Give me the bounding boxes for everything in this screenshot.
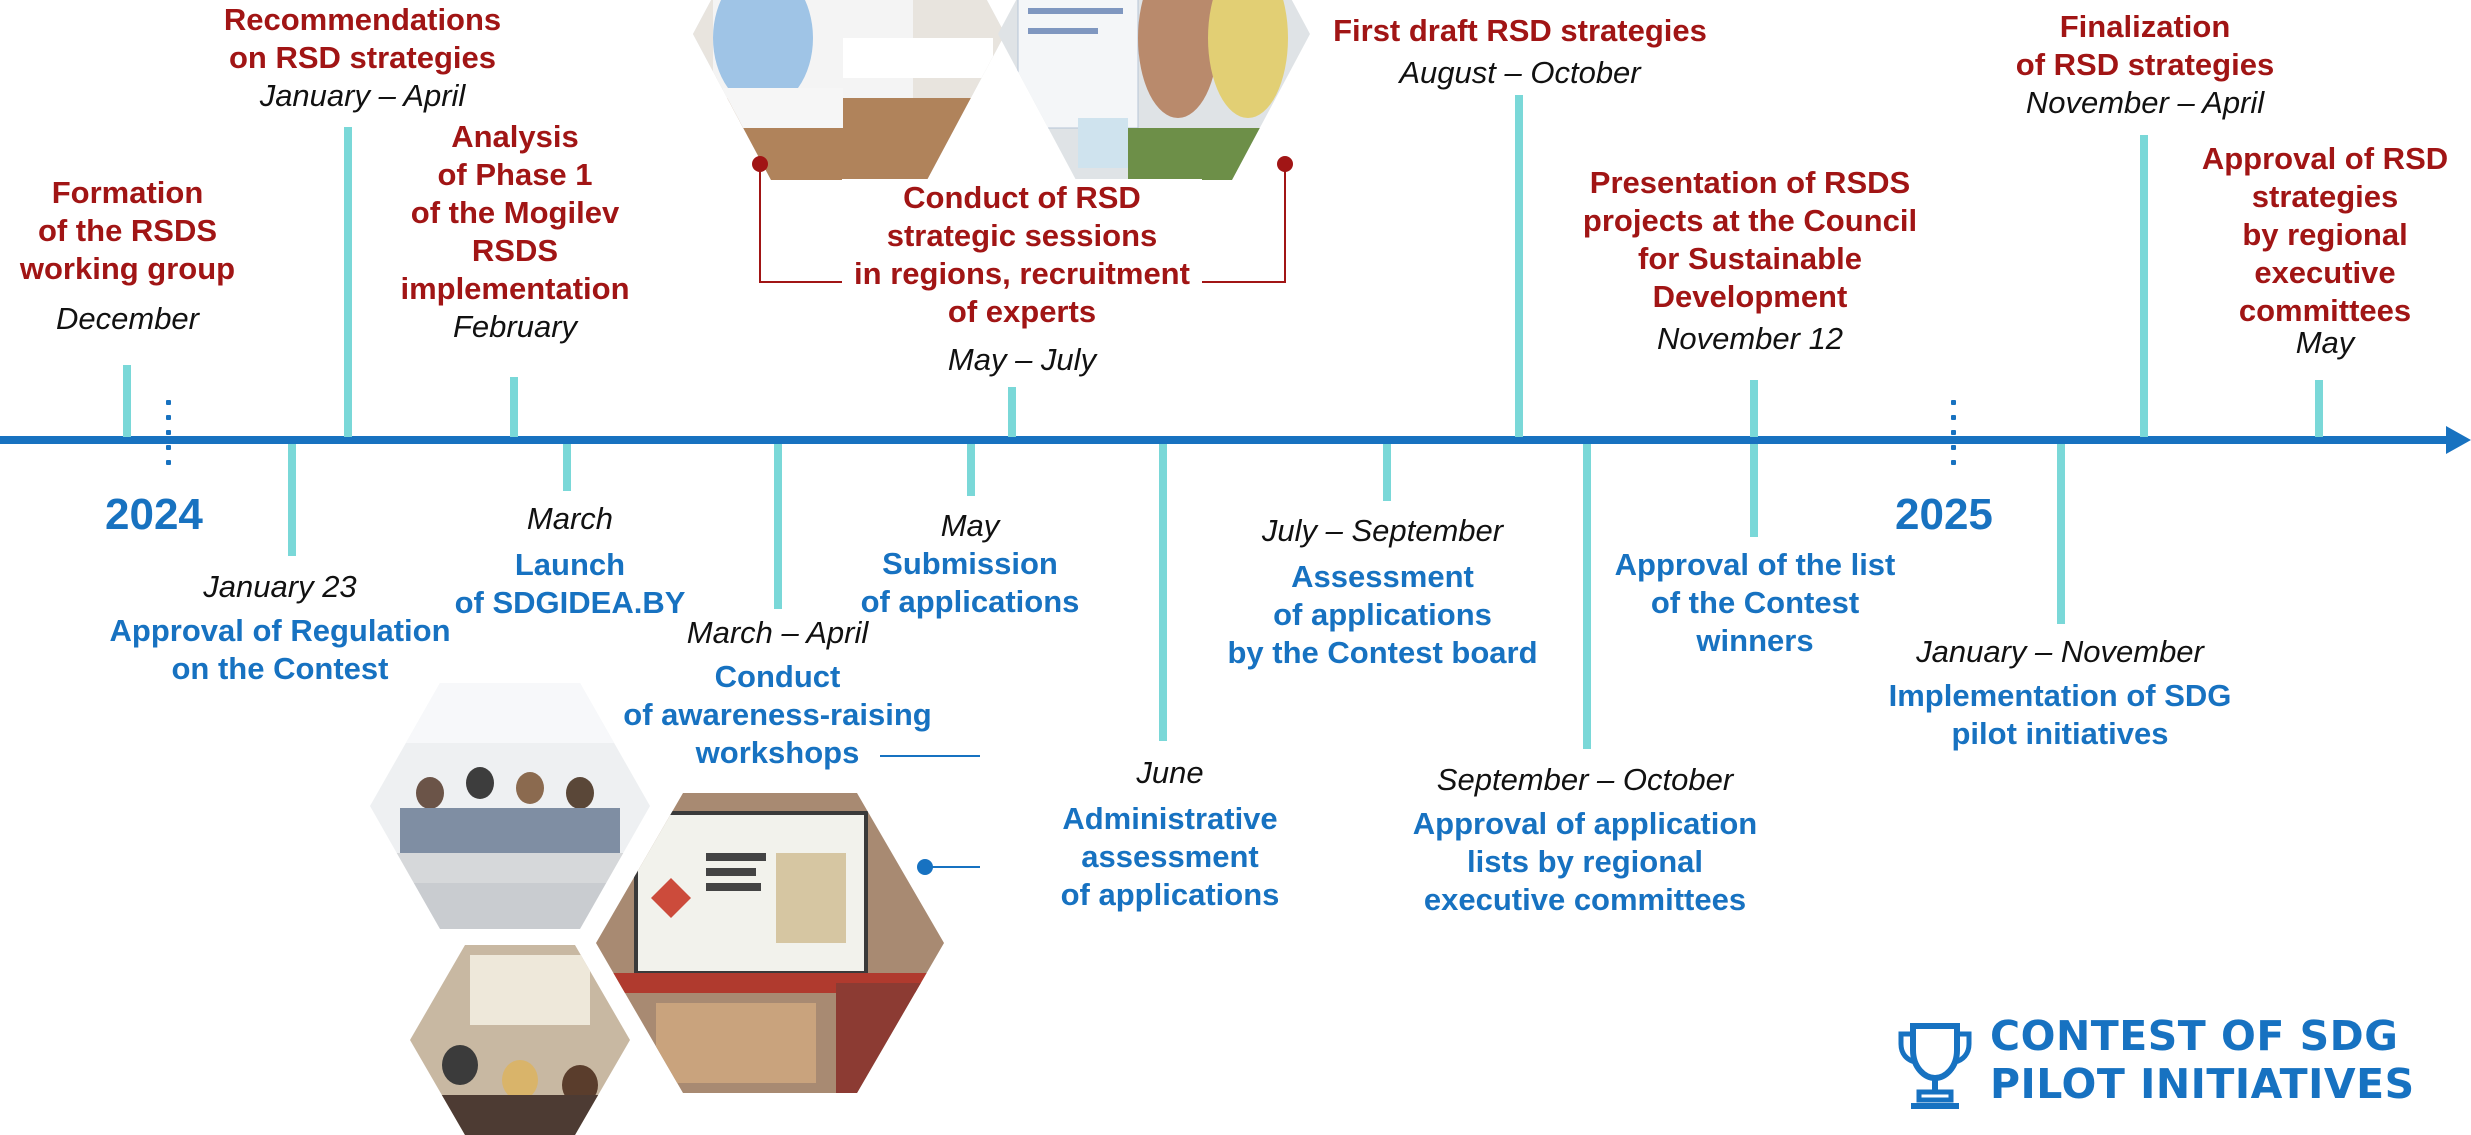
tick-top-analysis [510, 377, 518, 437]
event-formation: Formation of the RSDS working group Dece… [0, 174, 255, 338]
tick-top-finalization [2140, 135, 2148, 437]
photo-connector-strategic-sessions [752, 156, 1293, 283]
event-first-draft: First draft RSD strategies August – Octo… [1300, 12, 1740, 92]
tick-bottom-board-assessment [1383, 444, 1391, 501]
event-analysis-title: Analysis of Phase 1 of the Mogilev RSDS … [400, 119, 630, 306]
photo-strategic-session-writing [693, 0, 1005, 180]
contest-logo-line2: PILOT INITIATIVES [1990, 1060, 2415, 1108]
year-label-2025: 2025 [1895, 490, 1993, 539]
event-analysis: Analysis of Phase 1 of the Mogilev RSDS … [370, 118, 660, 346]
tick-bottom-winners [1750, 444, 1758, 537]
event-board-assessment-date: July – September [1261, 513, 1504, 548]
tick-bottom-regulation [288, 444, 296, 556]
event-formation-date: December [56, 301, 199, 336]
event-board-assessment-title: Assessment of applications by the Contes… [1227, 559, 1538, 670]
event-launch-date: March [526, 501, 614, 536]
tick-top-strategic-sessions [1008, 387, 1016, 437]
event-workshops-title: Conduct of awareness-raising workshops [623, 659, 932, 770]
event-approval-rsd-title: Approval of RSD strategies by regional e… [2201, 141, 2449, 328]
event-admin-assessment: June Administrative assessment of applic… [1020, 754, 1320, 914]
event-strategic-sessions: Conduct of RSD strategic sessions in reg… [842, 179, 1202, 379]
tick-bottom-implementation [2057, 444, 2065, 624]
event-board-assessment: July – September Assessment of applicati… [1200, 512, 1565, 672]
tick-top-recommendations [344, 127, 352, 437]
event-first-draft-date: August – October [1399, 55, 1641, 90]
tick-top-approval-rsd [2315, 380, 2323, 437]
photo-strategic-session-flipchart [998, 0, 1310, 180]
tick-bottom-launch [563, 444, 571, 491]
event-recommendations-title: Recommendations on RSD strategies [223, 2, 502, 75]
event-winners: Approval of the list of the Contest winn… [1590, 546, 1920, 660]
event-recommendations: Recommendations on RSD strategies Januar… [195, 1, 530, 115]
tick-top-first-draft [1515, 95, 1523, 437]
event-implementation-date: January – November [1916, 634, 2204, 669]
year-separator-2024 [165, 400, 173, 475]
tick-top-formation [123, 365, 131, 437]
event-submission-title: Submission of applications [860, 546, 1080, 619]
event-regional-approval-date: September – October [1436, 762, 1734, 797]
event-approval-rsd-date: May [2295, 325, 2355, 360]
photo-workshop-screen [596, 793, 944, 1093]
event-finalization-date: November – April [2025, 85, 2265, 120]
event-submission-date: May [940, 508, 1000, 543]
event-implementation-title: Implementation of SDG pilot initiatives [1888, 678, 2232, 751]
event-approval-rsd: Approval of RSD strategies by regional e… [2190, 140, 2460, 362]
event-workshops-date: March – April [686, 615, 869, 650]
event-workshops: March – April Conduct of awareness-raisi… [600, 614, 955, 772]
timeline-axis [0, 436, 2456, 444]
event-presentation: Presentation of RSDS projects at the Cou… [1560, 164, 1940, 358]
event-launch: March Launch of SDGIDEA.BY [430, 500, 710, 622]
event-admin-assessment-title: Administrative assessment of application… [1060, 801, 1280, 912]
event-admin-assessment-date: June [1136, 755, 1204, 790]
event-recommendations-date: January – April [259, 78, 466, 113]
event-analysis-date: February [452, 309, 578, 344]
event-regional-approval: September – October Approval of applicat… [1390, 761, 1780, 919]
event-winners-title: Approval of the list of the Contest winn… [1614, 547, 1896, 658]
tick-top-presentation [1750, 380, 1758, 437]
trophy-icon [1898, 1023, 1972, 1109]
event-submission: May Submission of applications [820, 507, 1120, 621]
tick-bottom-submission [967, 444, 975, 496]
photo-workshop-hall [410, 945, 630, 1135]
event-launch-title: Launch of SDGIDEA.BY [454, 547, 686, 620]
event-regulation: January 23 Approval of Regulation on the… [90, 568, 470, 688]
photo-connector-workshops [880, 755, 980, 875]
timeline-arrowhead [2446, 426, 2471, 454]
tick-bottom-regional-approval [1583, 444, 1591, 749]
event-strategic-sessions-date: May – July [947, 342, 1097, 377]
event-finalization: Finalization of RSD strategies November … [2000, 8, 2290, 122]
year-label-2024: 2024 [105, 490, 203, 539]
event-implementation: January – November Implementation of SDG… [1860, 633, 2260, 753]
event-presentation-title: Presentation of RSDS projects at the Cou… [1582, 165, 1918, 314]
event-first-draft-title: First draft RSD strategies [1333, 13, 1707, 48]
event-strategic-sessions-title: Conduct of RSD strategic sessions in reg… [842, 179, 1202, 331]
event-regulation-date: January 23 [203, 569, 357, 604]
event-regional-approval-title: Approval of application lists by regiona… [1412, 806, 1758, 917]
year-separator-2025 [1950, 400, 1958, 475]
contest-logo-text: CONTEST OF SDG PILOT INITIATIVES [1990, 1012, 2415, 1108]
event-regulation-title: Approval of Regulation on the Contest [109, 613, 451, 686]
contest-logo-line1: CONTEST OF SDG [1990, 1012, 2399, 1060]
event-formation-title: Formation of the RSDS working group [19, 175, 236, 286]
event-presentation-date: November 12 [1656, 321, 1844, 356]
event-finalization-title: Finalization of RSD strategies [2015, 9, 2275, 82]
tick-bottom-workshops [774, 444, 782, 609]
tick-bottom-admin-assessment [1159, 444, 1167, 741]
